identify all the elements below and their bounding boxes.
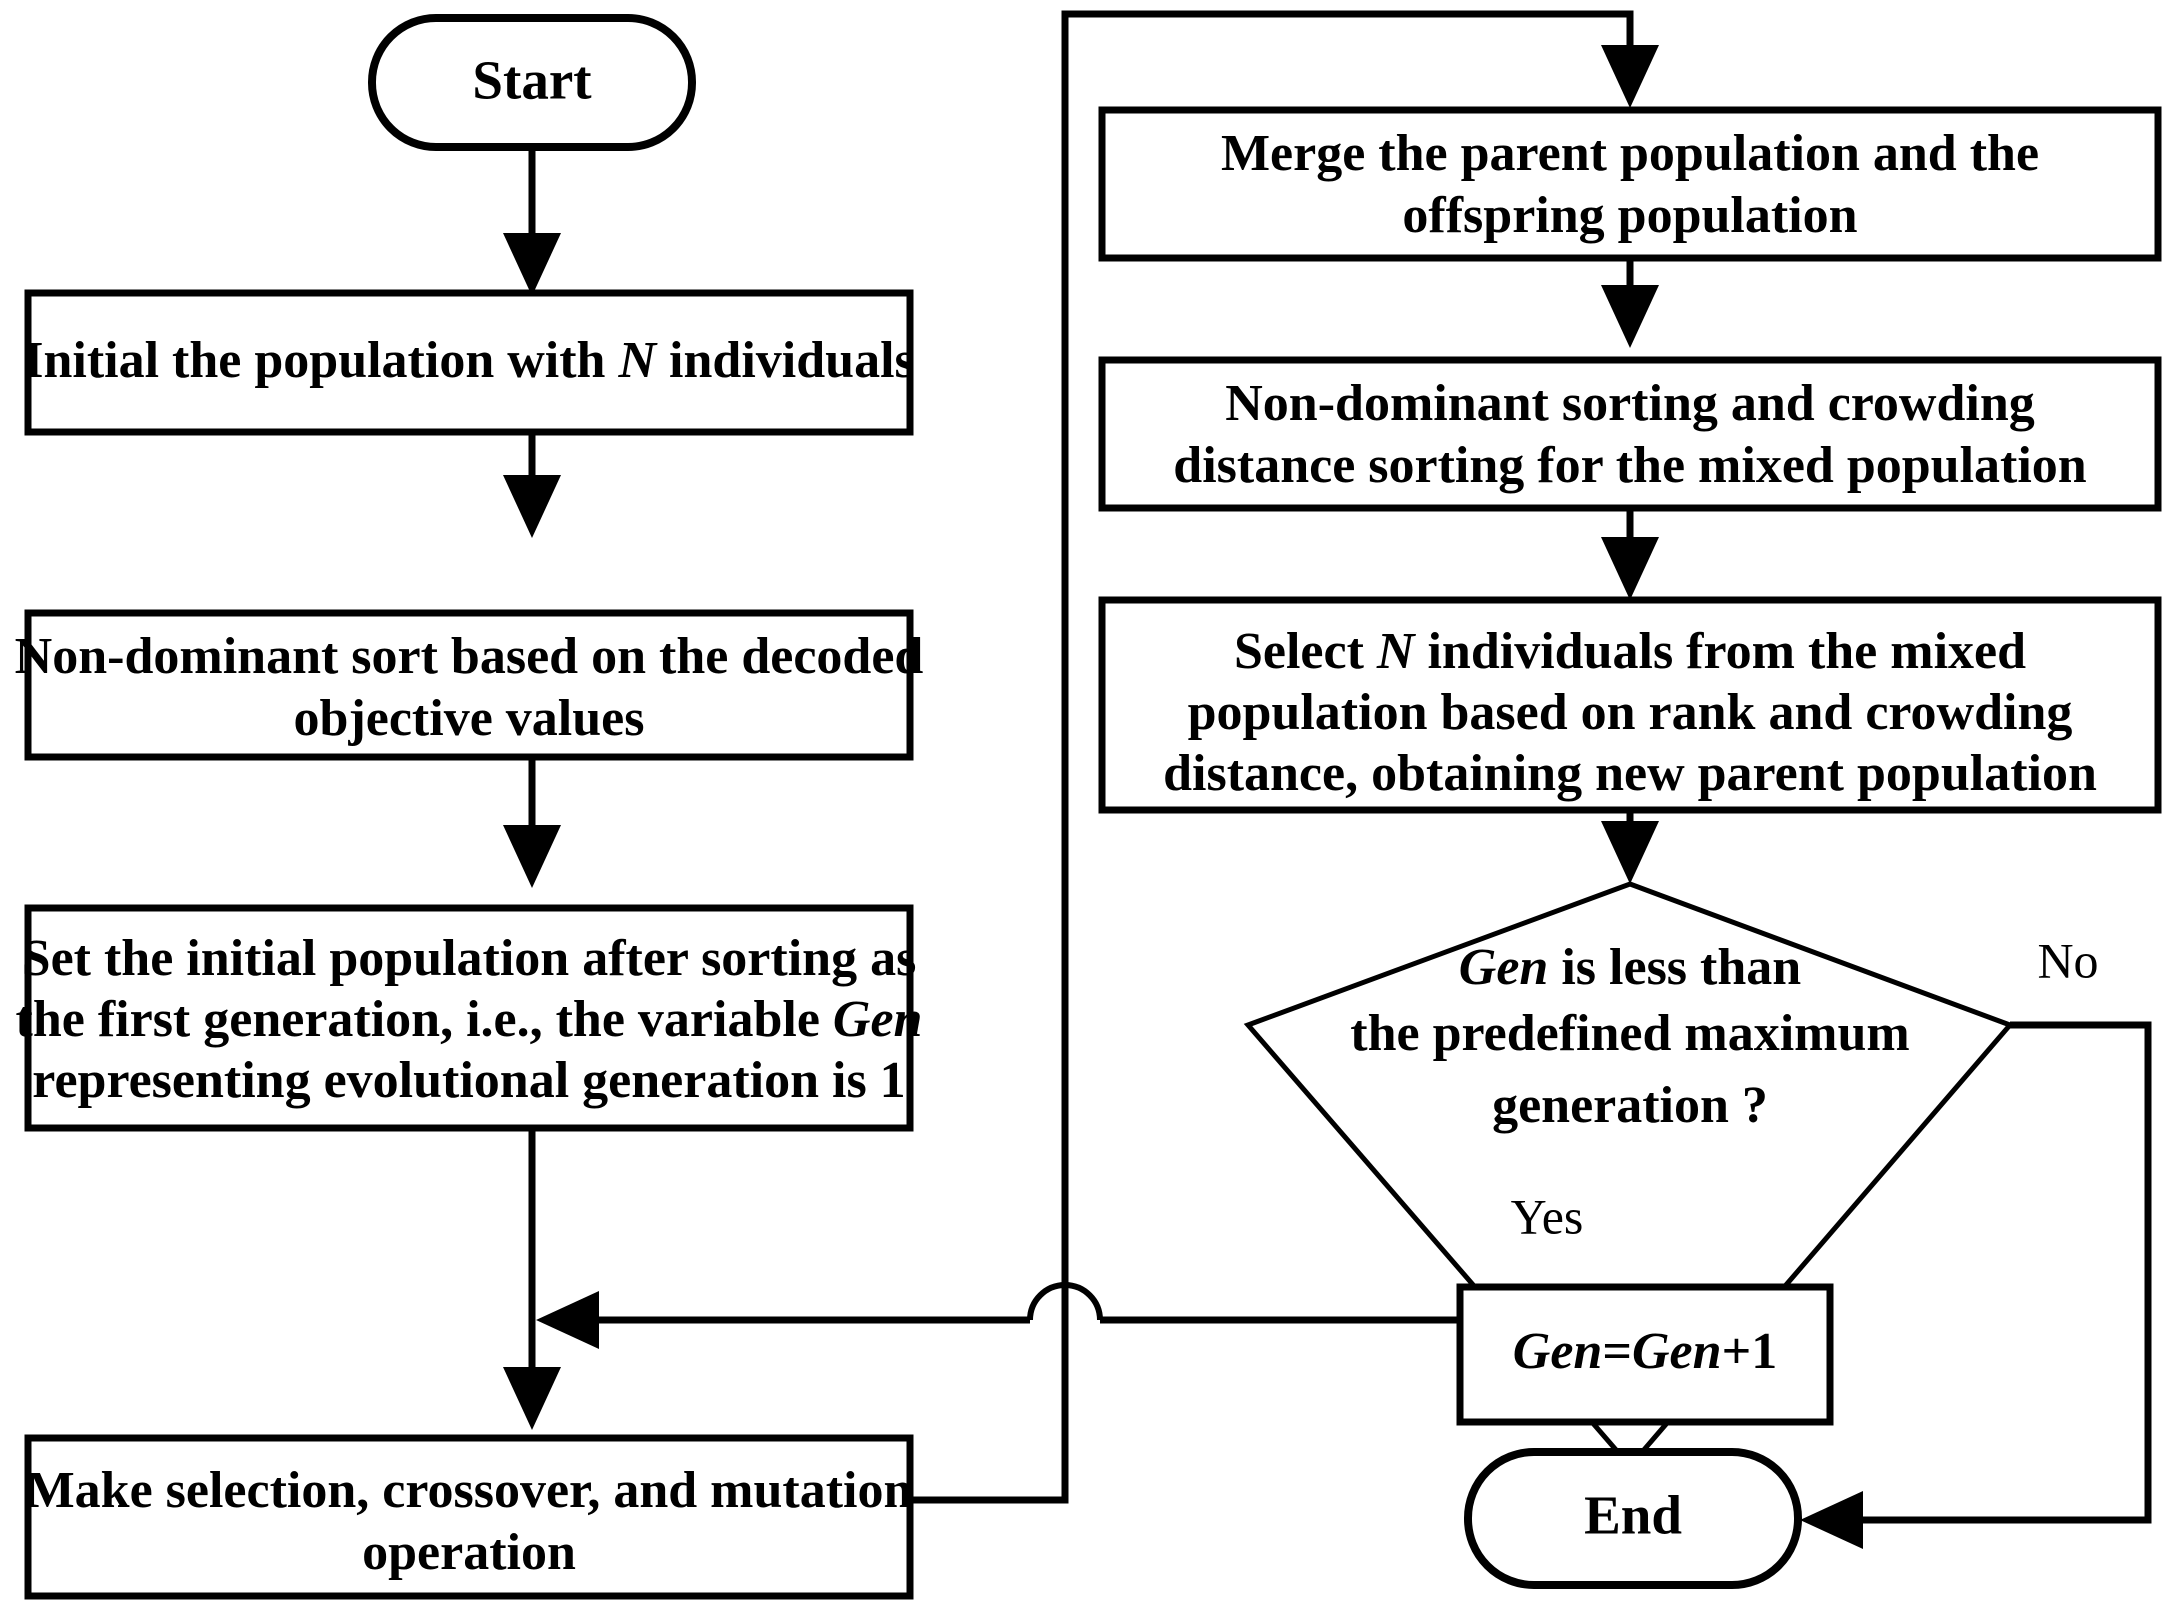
node-set-first-generation-label3: representing evolutional generation is 1: [32, 1052, 905, 1109]
edge-label-yes: Yes: [1511, 1188, 1584, 1244]
edge-setgen-to-genetic: [503, 1128, 561, 1430]
node-init-population-label: Initial the population with N individual…: [23, 332, 915, 389]
edge-start-to-init: [503, 147, 561, 296]
node-select-n-label3: distance, obtaining new parent populatio…: [1163, 745, 2097, 802]
edge-genetic-to-merge-loop: [910, 10, 1659, 1504]
node-sort-mixed-label2: distance sorting for the mixed populatio…: [1173, 437, 2087, 494]
edge-init-to-sort: [503, 432, 561, 538]
node-sort-mixed-label: Non-dominant sorting and crowding: [1225, 375, 2035, 432]
node-decision-gen-label: Gen is less than: [1459, 939, 1801, 996]
node-set-first-generation[interactable]: Set the initial population after sorting…: [16, 904, 923, 1132]
edge-sort-to-setgen: [503, 757, 561, 888]
edge-sortmixed-to-selectn: [1601, 508, 1659, 600]
node-decision-gen[interactable]: Gen is less than the predefined maximum …: [1243, 881, 2015, 1470]
node-nondominant-sort[interactable]: Non-dominant sort based on the decoded o…: [15, 609, 924, 761]
node-sort-mixed[interactable]: Non-dominant sorting and crowding distan…: [1098, 356, 2162, 512]
node-genetic-operators-label: Make selection, crossover, and mutation: [26, 1462, 913, 1519]
node-end[interactable]: End: [1464, 1448, 1802, 1589]
node-increment-gen[interactable]: Gen=Gen+1: [1456, 1283, 1834, 1426]
node-nondominant-sort-label2: objective values: [294, 690, 645, 747]
edge-merge-to-sortmixed: [1601, 258, 1659, 348]
node-start[interactable]: Start: [368, 14, 696, 151]
node-end-label: End: [1584, 1485, 1682, 1546]
edge-decision-no-to-end: [1800, 1021, 2152, 1549]
node-genetic-operators[interactable]: Make selection, crossover, and mutation …: [24, 1434, 914, 1600]
node-merge-populations[interactable]: Merge the parent population and the offs…: [1098, 106, 2162, 262]
edge-increment-to-genetic: [536, 1282, 1460, 1349]
edge-label-no: No: [2037, 932, 2098, 988]
node-merge-populations-label2: offspring population: [1402, 187, 1857, 244]
node-increment-gen-label: Gen=Gen+1: [1513, 1323, 1777, 1380]
node-set-first-generation-label: Set the initial population after sorting…: [22, 930, 917, 987]
node-set-first-generation-label2: the first generation, i.e., the variable…: [16, 991, 923, 1048]
edge-selectn-to-decision: [1601, 810, 1659, 884]
node-init-population[interactable]: Initial the population with N individual…: [23, 289, 915, 436]
node-select-n[interactable]: Select N individuals from the mixed popu…: [1098, 596, 2162, 814]
node-decision-gen-label3: generation ?: [1492, 1077, 1768, 1134]
node-decision-gen-label2: the predefined maximum: [1350, 1005, 1909, 1062]
node-start-label: Start: [472, 50, 592, 111]
node-merge-populations-label: Merge the parent population and the: [1221, 125, 2039, 182]
node-select-n-label2: population based on rank and crowding: [1188, 684, 2073, 741]
node-select-n-label: Select N individuals from the mixed: [1234, 623, 2026, 680]
node-nondominant-sort-label: Non-dominant sort based on the decoded: [15, 628, 924, 685]
node-genetic-operators-label2: operation: [362, 1524, 576, 1581]
